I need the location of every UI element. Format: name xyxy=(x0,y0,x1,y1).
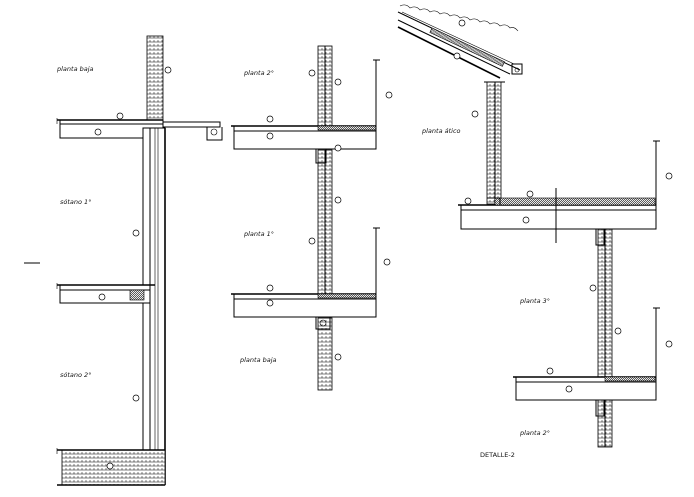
left-foundation-slab xyxy=(61,449,166,486)
left-label-sotano-2: sótano 2° xyxy=(60,371,91,379)
right-attic-wall xyxy=(486,81,502,205)
right-label-planta-3: planta 3° xyxy=(519,297,550,305)
left-upper-brick-wall xyxy=(146,35,164,121)
right-label-planta-atico: planta ático xyxy=(421,127,461,135)
drawing-title: DETALLE-2 xyxy=(480,451,515,459)
left-exterior-pavement xyxy=(162,121,221,128)
middle-section: planta 2° planta 1° planta baja xyxy=(231,45,393,391)
middle-lower-wall xyxy=(317,317,333,391)
middle-reference-markers xyxy=(266,69,393,361)
right-section: planta ático planta 3° planta 2° DETALLE… xyxy=(397,4,673,459)
left-section: planta baja sótano 1° sótano 2° xyxy=(24,35,223,486)
left-retaining-wall xyxy=(142,127,166,484)
right-label-planta-2: planta 2° xyxy=(519,429,550,437)
right-terrace-slab xyxy=(460,204,657,230)
left-drain-channel xyxy=(206,127,223,141)
left-reference-markers xyxy=(94,66,172,470)
middle-label-planta-baja: planta baja xyxy=(239,356,277,364)
middle-label-planta-2: planta 2° xyxy=(243,69,274,77)
left-label-sotano-1: sótano 1° xyxy=(60,198,91,206)
middle-label-planta-1: planta 1° xyxy=(243,230,274,238)
right-roof xyxy=(397,4,523,79)
right-reference-markers xyxy=(453,19,673,393)
left-label-planta-baja: planta baja xyxy=(56,65,94,73)
